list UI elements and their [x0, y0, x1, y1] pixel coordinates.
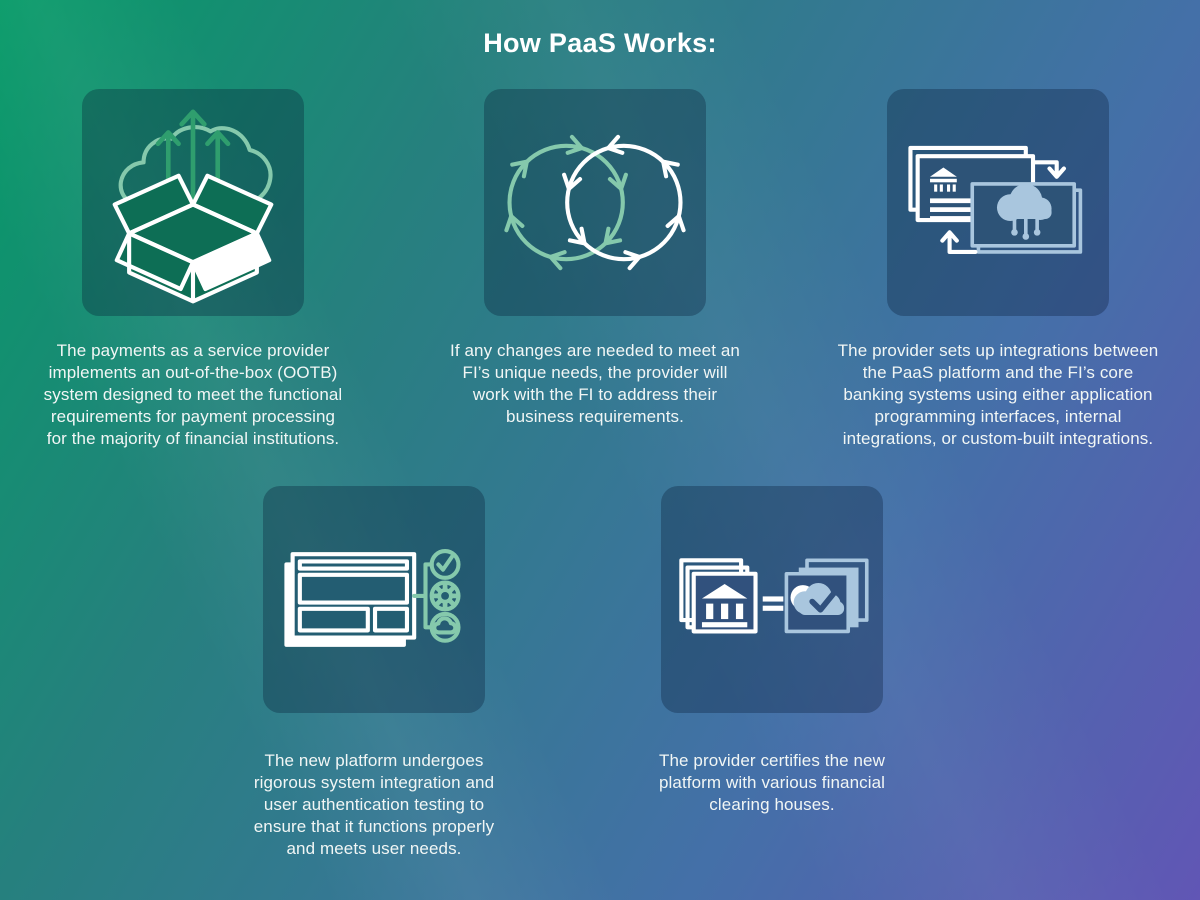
cloud-check-glyph — [790, 583, 845, 615]
circuit-cloud-glyph — [996, 183, 1052, 240]
box-cloud-launch-icon — [112, 109, 274, 304]
step-2-caption: If any changes are needed to meet an FI’… — [450, 341, 740, 426]
cloud-circle-icon — [429, 611, 461, 643]
page-title: How PaaS Works: — [483, 28, 717, 58]
platform-testing-icon — [284, 549, 461, 647]
step-1-icon-card — [82, 89, 304, 316]
step-3-caption: The provider sets up integrations betwee… — [837, 341, 1159, 448]
step-1-caption: The payments as a service provider imple… — [43, 341, 343, 448]
step-5-caption: The provider certifies the new platform … — [658, 751, 886, 814]
step-4-caption: The new platform undergoes rigorous syst… — [253, 751, 495, 858]
bank-glyph — [930, 167, 957, 192]
bank-cloud-certification-icon — [679, 558, 869, 634]
step-4-icon-card — [263, 486, 485, 713]
sync-cycles-icon — [504, 134, 686, 271]
check-circle-icon — [429, 549, 461, 580]
bank-glyph — [701, 584, 748, 628]
equals-sign — [762, 596, 784, 611]
bank-cloud-integration-icon — [908, 145, 1083, 254]
gear-circle-icon — [429, 580, 461, 612]
step-3-icon-card — [887, 89, 1109, 316]
step-2-icon-card — [484, 89, 706, 316]
step-5-icon-card — [661, 486, 883, 713]
